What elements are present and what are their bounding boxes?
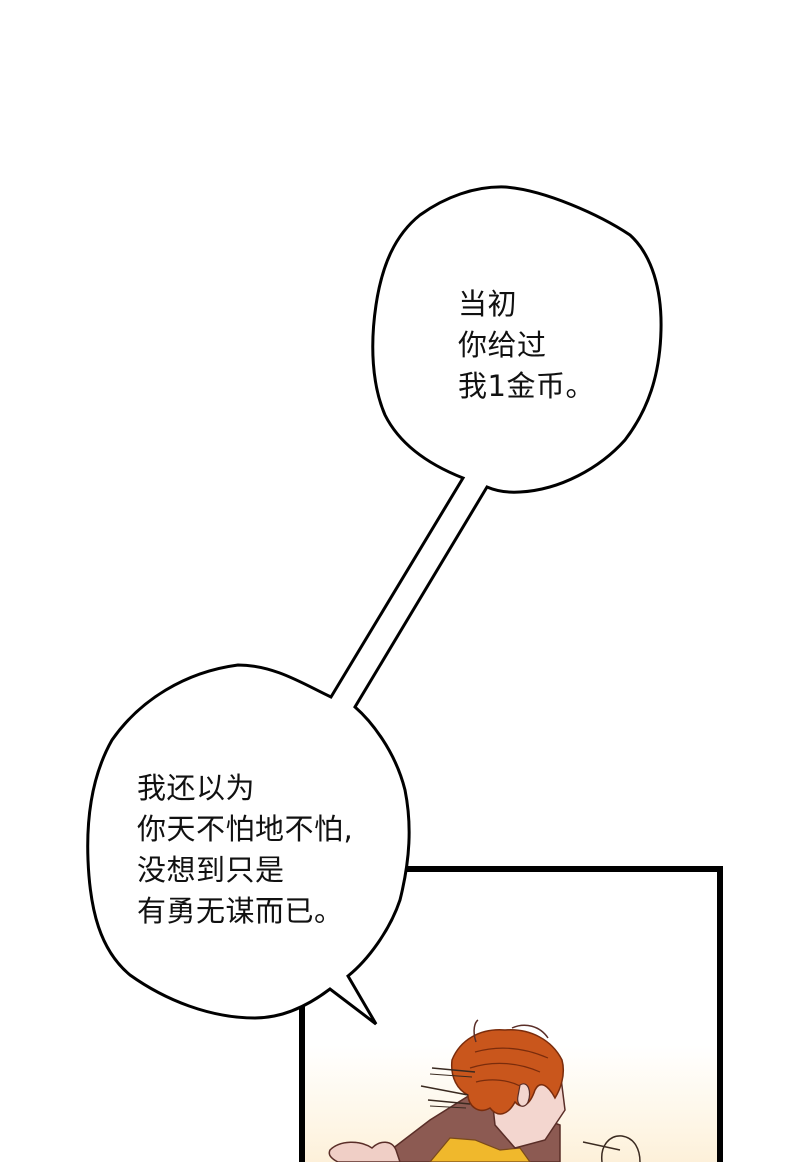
dialogue-line: 你给过 [458, 328, 547, 362]
dialogue-line: 当初 [458, 287, 518, 321]
dialogue-line: 我还以为 [137, 771, 256, 805]
dialogue-line: 没想到只是 [137, 853, 285, 887]
dialogue-line: 有勇无谋而已。 [137, 894, 344, 928]
character-figure [328, 1019, 641, 1162]
speech-bubble-top [86, 185, 663, 1026]
speech-bubble-bottom-text: 我还以为 你天不怕地不怕, 没想到只是 有勇无谋而已。 [137, 768, 353, 932]
dialogue-line: 你天不怕地不怕, [137, 812, 354, 846]
dialogue-line: 我1金币。 [458, 369, 595, 403]
speech-bubble-top-text: 当初 你给过 我1金币。 [458, 284, 595, 407]
